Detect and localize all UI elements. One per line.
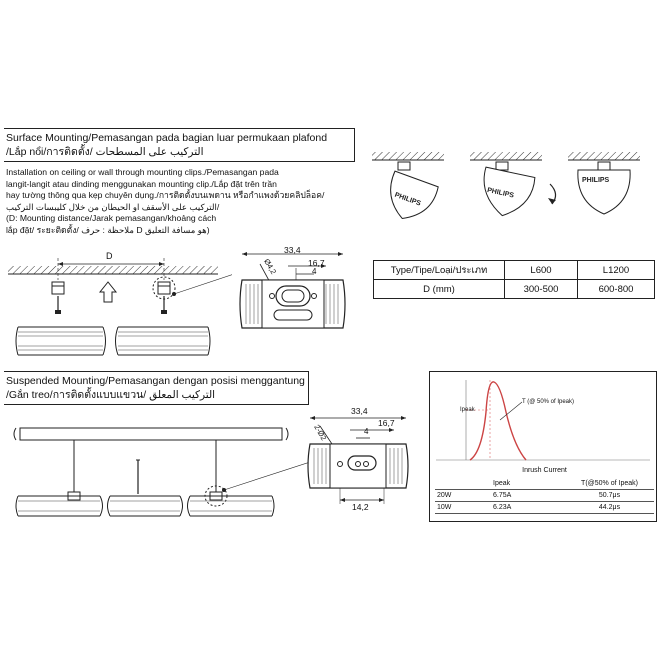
luminaire-tube [15, 326, 211, 356]
luminaire-tube [15, 495, 275, 517]
dim-small: 4 [364, 427, 369, 436]
desc-line: hay tường thông qua kẹp chuyên dụng./การ… [6, 190, 325, 201]
dim-inner: 16,7 [378, 418, 395, 428]
dim-total: 33,4 [284, 245, 301, 255]
table-cell [435, 478, 491, 490]
surface-title: Surface Mounting/Pemasangan pada bagian … [6, 132, 328, 144]
table-cell: 44.2μs [565, 501, 654, 514]
desc-line: Installation on ceiling or wall through … [6, 167, 279, 177]
mounting-distance-table: Type/Tipe/Loại/ประเภท L600 L1200 D (mm) … [373, 260, 655, 299]
table-cell: T(@50% of Ipeak) [565, 478, 654, 490]
brand-label: PHILIPS [582, 177, 610, 184]
surface-description: Installation on ceiling or wall through … [6, 167, 324, 237]
table-row: D (mm) 300-500 600-800 [373, 279, 655, 299]
dim-total: 33,4 [351, 406, 368, 416]
inrush-curve-chart [436, 380, 650, 461]
desc-line: lắp đặt/ ระยะติดตั้ง/ ملاحظة : حرف D هو … [6, 224, 210, 235]
table-cell: 6.75A [491, 489, 565, 502]
inrush-curve [469, 381, 527, 461]
table-cell: Ipeak [491, 478, 565, 490]
table-cell: 6.23A [491, 501, 565, 514]
suspended-subtitle: /Gắn treo/การติดตั้งแบบแขวน/ التركيب الم… [6, 389, 216, 401]
mounting-clip [51, 281, 65, 314]
desc-line: (D: Mounting distance/Jarak pemasangan/k… [6, 213, 217, 224]
dim-bottom: 14,2 [352, 502, 369, 512]
up-arrow-icon [98, 281, 118, 303]
table-cell: L1200 [577, 260, 655, 280]
table-row: 20W 6.75A 50.7μs [435, 489, 654, 502]
table-cell: D (mm) [373, 279, 505, 299]
table-row: 10W 6.23A 44.2μs [435, 501, 654, 514]
inrush-table-title: Inrush Current [522, 467, 567, 474]
inrush-panel: Ipeak T (@ 50% of Ipeak) Inrush Current … [429, 371, 657, 522]
table-cell: 50.7μs [565, 489, 654, 502]
suspended-title-box: Suspended Mounting/Pemasangan dengan pos… [4, 371, 309, 405]
table-cell: 20W [435, 489, 491, 502]
dim-inner: 16,7 [308, 258, 325, 268]
suspended-title: Suspended Mounting/Pemasangan dengan pos… [6, 375, 305, 387]
table-cell: 10W [435, 501, 491, 514]
surface-subtitle: /Lắp nổi/การติดตั้ง/ التركيب على المسطحا… [6, 146, 204, 158]
t-label: T (@ 50% of Ipeak) [522, 399, 575, 405]
ipeak-label: Ipeak [460, 407, 475, 413]
table-cell: 300-500 [504, 279, 578, 299]
mounting-clip [152, 274, 232, 314]
distance-label: D [106, 251, 113, 261]
mounting-steps-illustration: PHILIPS PHILIPS PHILIPS [372, 152, 640, 219]
suspended-clip-detail [307, 416, 409, 504]
table-header-row: Type/Tipe/Loại/ประเภท L600 L1200 [373, 260, 655, 280]
desc-line: التركيب على الأسقف او الحيطان من خلال كل… [6, 201, 220, 212]
table-cell: Type/Tipe/Loại/ประเภท [373, 260, 505, 280]
surface-ceiling-diagram [8, 258, 232, 356]
table-cell: L600 [504, 260, 578, 280]
surface-clip-detail [239, 252, 346, 329]
surface-title-box: Surface Mounting/Pemasangan pada bagian … [4, 128, 355, 162]
inrush-table: Ipeak T(@50% of Ipeak) 20W 6.75A 50.7μs … [435, 478, 654, 514]
suspended-diagram [13, 427, 310, 517]
desc-line: langit-langit atau dinding menggunakan m… [6, 178, 277, 189]
table-header-row: Ipeak T(@50% of Ipeak) [435, 478, 654, 490]
table-cell: 600-800 [577, 279, 655, 299]
dim-small: 4 [312, 267, 317, 276]
